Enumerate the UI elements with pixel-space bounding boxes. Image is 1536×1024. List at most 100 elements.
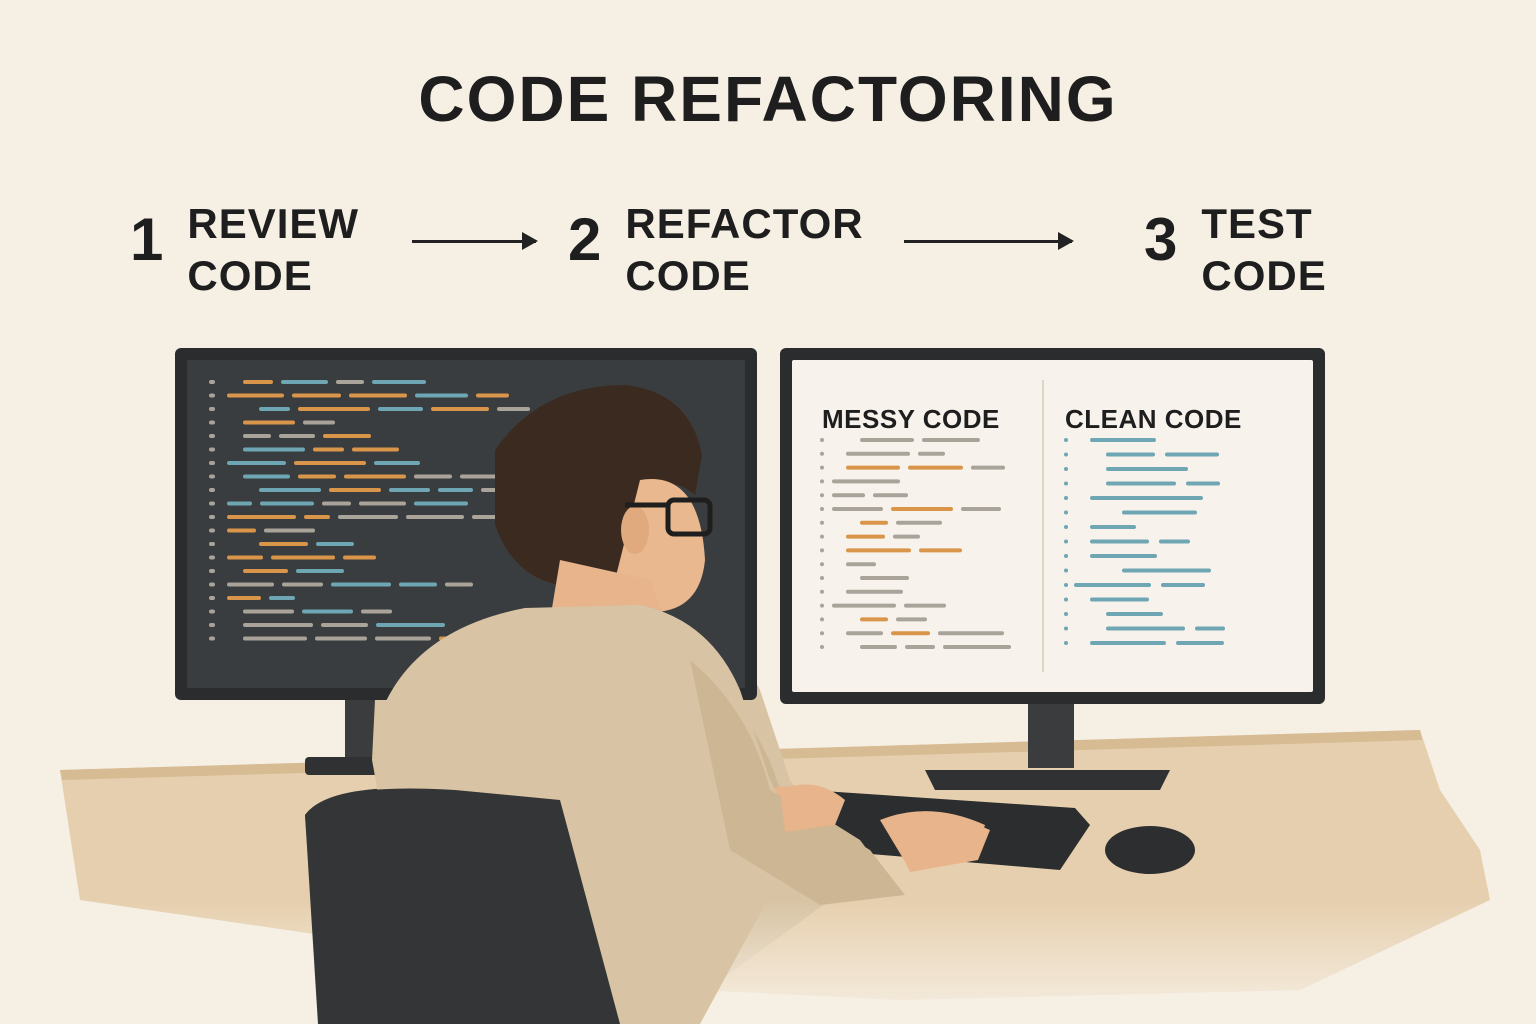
code-line <box>943 645 1011 649</box>
code-line <box>832 479 900 484</box>
code-line <box>476 393 509 398</box>
code-line <box>259 488 321 492</box>
step-label: REVIEW CODE <box>187 198 359 302</box>
code-line <box>359 501 406 506</box>
mouse <box>1105 826 1195 874</box>
code-line <box>209 447 215 452</box>
code-line <box>243 447 305 452</box>
code-line <box>303 420 335 425</box>
code-line <box>1064 612 1068 616</box>
code-line <box>891 631 930 636</box>
arrow-icon <box>412 232 538 250</box>
code-line <box>243 434 271 438</box>
monitor-left-screen <box>187 360 745 688</box>
code-line <box>1090 597 1149 602</box>
code-line <box>1064 481 1068 486</box>
step-refactor: 2 REFACTOR CODE <box>568 198 864 302</box>
code-line <box>481 488 540 492</box>
code-line <box>820 589 824 594</box>
code-line <box>820 479 824 484</box>
code-line <box>209 434 215 438</box>
code-line <box>820 576 824 580</box>
code-line <box>1106 481 1176 486</box>
code-line <box>372 380 426 384</box>
code-line <box>304 515 330 519</box>
code-line <box>971 465 1005 470</box>
code-line <box>209 515 215 519</box>
code-line <box>1122 568 1211 573</box>
code-line <box>820 603 824 608</box>
page-title: CODE REFACTORING <box>418 63 1118 135</box>
code-line <box>209 609 215 614</box>
code-line <box>832 603 896 608</box>
code-line <box>243 636 307 641</box>
code-line <box>1074 583 1151 587</box>
code-line <box>336 380 364 384</box>
code-line <box>1064 525 1068 529</box>
code-line <box>1106 467 1188 471</box>
code-line <box>313 447 344 452</box>
code-line <box>374 461 420 465</box>
code-line <box>431 407 489 411</box>
code-line <box>860 520 888 525</box>
code-line <box>227 461 286 465</box>
code-line <box>1165 452 1219 457</box>
code-line <box>209 582 215 587</box>
screen-divider <box>1042 380 1044 672</box>
code-line <box>343 555 376 560</box>
code-line <box>938 631 1004 636</box>
code-line <box>497 407 530 411</box>
code-line <box>389 488 430 492</box>
code-line <box>460 474 527 479</box>
code-line <box>1064 597 1068 602</box>
code-line <box>282 582 323 587</box>
code-line <box>820 438 824 442</box>
code-line <box>860 645 897 649</box>
code-line <box>209 623 215 627</box>
code-line <box>832 507 883 511</box>
code-line <box>243 380 273 384</box>
code-line <box>329 488 381 492</box>
code-line <box>209 420 215 425</box>
code-line <box>1090 438 1156 442</box>
code-line <box>209 501 215 506</box>
code-line <box>896 520 942 525</box>
code-line <box>846 451 910 456</box>
code-line <box>820 520 824 525</box>
code-line <box>209 393 215 398</box>
code-line <box>1064 467 1068 471</box>
code-line <box>846 589 903 594</box>
code-line <box>820 631 824 636</box>
code-line <box>243 609 294 614</box>
code-line <box>323 434 371 438</box>
code-line <box>1064 452 1068 457</box>
code-line <box>361 609 392 614</box>
code-line <box>846 534 885 539</box>
code-lines-dark <box>209 380 540 641</box>
monitor-stand-right <box>1028 703 1074 768</box>
step-label: TEST CODE <box>1201 198 1326 302</box>
code-line <box>918 451 945 456</box>
code-line <box>1106 612 1163 616</box>
code-line <box>227 393 284 398</box>
step-label-line: TEST <box>1201 200 1313 247</box>
code-line <box>1064 438 1068 442</box>
code-line <box>209 488 215 492</box>
code-line <box>820 465 824 470</box>
code-line <box>209 569 215 573</box>
code-line <box>860 576 909 580</box>
code-line <box>1064 641 1068 645</box>
code-line <box>269 596 295 600</box>
code-line <box>1195 626 1225 631</box>
code-line <box>322 501 351 506</box>
code-line <box>820 507 824 511</box>
step-test: 3 TEST CODE <box>1144 198 1327 302</box>
code-line <box>1106 626 1185 631</box>
code-line <box>1064 626 1068 631</box>
code-lines-light <box>820 438 1225 649</box>
code-line <box>873 493 908 498</box>
code-line <box>820 645 824 649</box>
code-line <box>1064 496 1068 500</box>
step-number: 1 <box>130 206 164 273</box>
code-line <box>260 501 314 506</box>
